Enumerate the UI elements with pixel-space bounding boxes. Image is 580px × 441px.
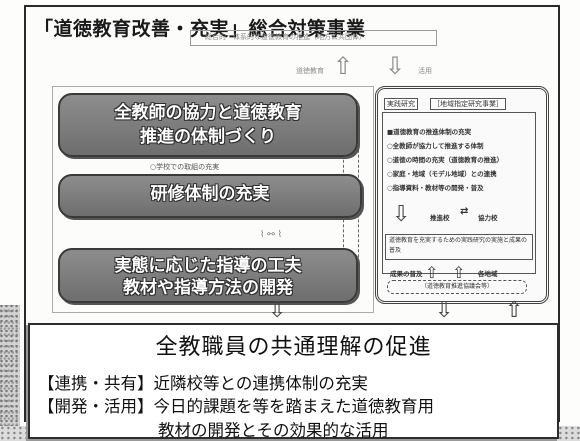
right-bullet-4: ○指導資料・教材等の開発・普及 bbox=[387, 184, 484, 192]
promo-down-arrow-icon-2: ⇩ bbox=[435, 298, 454, 323]
scan-grain-left bbox=[0, 305, 20, 441]
pill-training-system: 研修体制の充実 bbox=[58, 174, 362, 218]
right-diagram-right: 協力校 bbox=[478, 214, 498, 222]
promo-line-development-cont: 教材の開発とその効果的な活用 bbox=[158, 421, 389, 440]
right-panel bbox=[375, 86, 549, 304]
promo-line-collaboration: 【連携・共有】近隣校等との連携体制の充実 bbox=[38, 374, 368, 393]
pill-1-line-1: 全教師の協力と道徳教育 bbox=[114, 103, 302, 123]
right-up-arrow-icon-2: ⇧ bbox=[452, 263, 466, 282]
pill-3-line-1: 実態に応じた指導の工夫 bbox=[114, 256, 302, 276]
pill-teacher-cooperation: 全教師の協力と道徳教育 推進の体制づくり bbox=[58, 93, 358, 157]
down-arrow-icon: ⇩ bbox=[385, 52, 406, 80]
right-inner-box bbox=[382, 112, 536, 274]
pill-material-development: 実態に応じた指導の工夫 教材や指導方法の開発 bbox=[58, 248, 358, 303]
promo-down-arrow-icon-1: ⇩ bbox=[268, 298, 287, 323]
common-understanding-box: 全教職員の共通理解の促進 【連携・共有】近隣校等との連携体制の充実 【開発・活用… bbox=[28, 323, 559, 440]
exchange-arrows-icon: ⇄ bbox=[460, 206, 469, 217]
mid-row-text: ○学校での取組の充実 bbox=[150, 163, 220, 171]
right-bullet-1: ○全教師が協力して推進する体制 bbox=[387, 142, 484, 150]
right-footer-left: 成果の普及 bbox=[390, 270, 423, 278]
top-banner-box bbox=[190, 30, 437, 46]
right-footer-right: 各地域 bbox=[478, 270, 498, 278]
right-tab-right: ［地域指定研究事業］ bbox=[430, 98, 506, 110]
right-down-arrow-icon: ⇩ bbox=[392, 202, 411, 227]
page-title: 「道徳教育改善・充実」総合対策事業 bbox=[30, 14, 370, 41]
right-up-arrow-icon: ⇧ bbox=[425, 263, 439, 282]
right-bullet-3: ○家庭・地域（モデル地域）との連携 bbox=[387, 170, 497, 178]
right-heading: ■道徳教育の推進体制の充実 bbox=[387, 128, 472, 136]
pill-1-line-2: 推進の体制づくり bbox=[140, 127, 276, 147]
promo-title: 全教職員の共通理解の促進 bbox=[155, 335, 432, 360]
up-arrow-icon: ⇧ bbox=[333, 52, 354, 80]
promo-up-arrow-icon: ⇧ bbox=[505, 298, 524, 323]
right-note: 道徳教育を充実するための実践研究の実施と成果の普及 bbox=[385, 234, 533, 260]
left-diagram-box bbox=[52, 86, 374, 313]
pill-3-line-2: 教材や指導方法の開発 bbox=[123, 278, 293, 298]
right-bullet-2: ○道徳の時間の充実（道徳教育の推進） bbox=[387, 156, 504, 164]
top-banner-text: 総合的・体系的な道徳教育の推進（地方公共団体） bbox=[205, 33, 366, 41]
right-tab-left: 実践研究 bbox=[384, 98, 418, 110]
left-arrow-label: 道徳教育 bbox=[296, 67, 324, 75]
right-arrow-label: 活用 bbox=[418, 67, 432, 75]
right-diagram-left: 推進校 bbox=[430, 214, 450, 222]
scribble-figure: ⌇ ⚯ ⌇ bbox=[260, 230, 283, 240]
right-footer-box: （道徳教育推進協議会等） bbox=[387, 280, 527, 294]
promo-line-development: 【開発・活用】今日的課題を等を踏まえた道徳教育用 bbox=[38, 397, 434, 416]
pill-2-line-1: 研修体制の充実 bbox=[150, 184, 270, 204]
